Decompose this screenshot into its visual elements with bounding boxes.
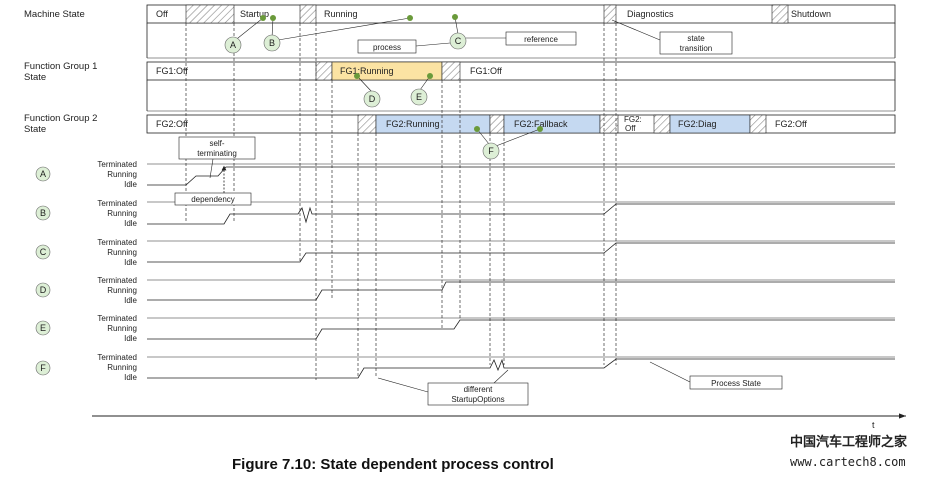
callout-a — [224, 36, 242, 54]
process-label: process — [373, 43, 401, 52]
different-startup-line1: different — [464, 385, 494, 394]
state-transition-box — [659, 31, 733, 55]
callout-c-letter: C — [455, 36, 462, 46]
machine-state-off: Off — [156, 9, 168, 19]
dependency-box — [174, 192, 252, 206]
process-rows: A Terminated Running Idle B Terminated R… — [35, 160, 895, 382]
self-terminating-box — [178, 136, 256, 160]
different-startup-box — [427, 382, 529, 406]
process-row-f-letter: F — [40, 363, 46, 373]
row-b-level-running: Running — [107, 209, 137, 218]
process-row-b: B Terminated Running Idle — [35, 199, 895, 228]
callout-d — [363, 90, 381, 108]
process-row-d: D Terminated Running Idle — [35, 276, 895, 305]
fg2-state-off-short-line2: Off — [625, 124, 636, 133]
callout-c — [449, 32, 467, 50]
time-axis-label: t — [872, 420, 875, 430]
row-d-level-idle: Idle — [124, 296, 137, 305]
row-f-level-terminated: Terminated — [97, 353, 137, 362]
machine-state-running: Running — [324, 9, 358, 19]
callouts: A B C D E F — [224, 14, 543, 160]
self-terminating-line1: self- — [209, 139, 224, 148]
row-label-fg2-line2: State — [24, 124, 46, 135]
reference-label: reference — [524, 35, 558, 44]
callout-f — [482, 142, 500, 160]
process-state-label: Process State — [711, 379, 761, 388]
figure-caption: Figure 7.10: State dependent process con… — [232, 456, 554, 473]
annotations: process reference state transition self-… — [174, 19, 783, 406]
fg1-state-running: FG1:Running — [340, 66, 394, 76]
fg2-state-off-short-line1: FG2: — [624, 115, 642, 124]
row-c-level-running: Running — [107, 248, 137, 257]
process-row-c: C Terminated Running Idle — [35, 238, 895, 267]
process-row-a: A Terminated Running Idle — [35, 160, 895, 189]
row-label-fg1-line2: State — [24, 72, 46, 83]
row-b-level-terminated: Terminated — [97, 199, 137, 208]
row-d-level-terminated: Terminated — [97, 276, 137, 285]
state-transition-line1: state — [687, 34, 705, 43]
row-label-machine-state: Machine State — [24, 9, 85, 20]
callout-a-letter: A — [230, 40, 236, 50]
row-c-level-idle: Idle — [124, 258, 137, 267]
process-row-d-letter: D — [40, 285, 47, 295]
process-row-a-letter: A — [40, 169, 46, 179]
process-row-e: E Terminated Running Idle — [35, 314, 895, 343]
callout-b-letter: B — [269, 38, 275, 48]
row-a-level-running: Running — [107, 170, 137, 179]
fg2-state-bar: FG2:Off FG2:Running FG2:Fallback FG2: Of… — [146, 114, 896, 134]
row-f-level-running: Running — [107, 363, 137, 372]
fg1-state-off-1: FG1:Off — [156, 66, 188, 76]
fg2-state-fallback: FG2:Fallback — [514, 119, 568, 129]
fg2-state-diag: FG2:Diag — [678, 119, 717, 129]
row-c-level-terminated: Terminated — [97, 238, 137, 247]
watermark-line1: 中国汽车工程师之家 — [790, 434, 908, 450]
callout-b — [263, 34, 281, 52]
row-a-level-terminated: Terminated — [97, 160, 137, 169]
machine-state-diagnostics: Diagnostics — [627, 9, 674, 19]
row-e-level-terminated: Terminated — [97, 314, 137, 323]
fg2-state-off-2: FG2:Off — [775, 119, 807, 129]
fg2-state-running: FG2:Running — [386, 119, 440, 129]
dependency-label: dependency — [191, 195, 235, 204]
process-row-f: F Terminated Running Idle — [35, 353, 895, 382]
callout-e-letter: E — [416, 92, 422, 102]
process-row-c-letter: C — [40, 247, 47, 257]
row-f-level-idle: Idle — [124, 373, 137, 382]
callout-e — [410, 88, 428, 106]
fg1-state-off-2: FG1:Off — [470, 66, 502, 76]
row-d-level-running: Running — [107, 286, 137, 295]
transition-guides — [185, 23, 617, 380]
machine-state-shutdown: Shutdown — [791, 9, 831, 19]
process-row-b-letter: B — [40, 208, 46, 218]
callout-f-letter: F — [488, 146, 494, 156]
process-box — [357, 39, 417, 54]
fg2-state-off-1: FG2:Off — [156, 119, 188, 129]
row-e-level-idle: Idle — [124, 334, 137, 343]
row-e-level-running: Running — [107, 324, 137, 333]
machine-state-startup: Startup — [240, 9, 269, 19]
process-row-e-letter: E — [40, 323, 46, 333]
machine-state-bar: Off Startup Running Diagnostics Shutdown — [146, 4, 896, 59]
time-axis: t — [92, 413, 906, 430]
row-a-level-idle: Idle — [124, 180, 137, 189]
different-startup-line2: StartupOptions — [451, 395, 504, 404]
row-label-fg2-line1: Function Group 2 — [24, 113, 97, 124]
watermark-line2: www.cartech8.com — [790, 455, 906, 469]
row-label-fg1-line1: Function Group 1 — [24, 61, 97, 72]
self-terminating-line2: terminating — [197, 149, 237, 158]
row-b-level-idle: Idle — [124, 219, 137, 228]
process-state-box — [689, 375, 783, 390]
reference-box — [505, 31, 577, 46]
fg1-state-bar: FG1:Off FG1:Running FG1:Off — [146, 61, 896, 112]
callout-d-letter: D — [369, 94, 376, 104]
state-transition-line2: transition — [680, 44, 712, 53]
